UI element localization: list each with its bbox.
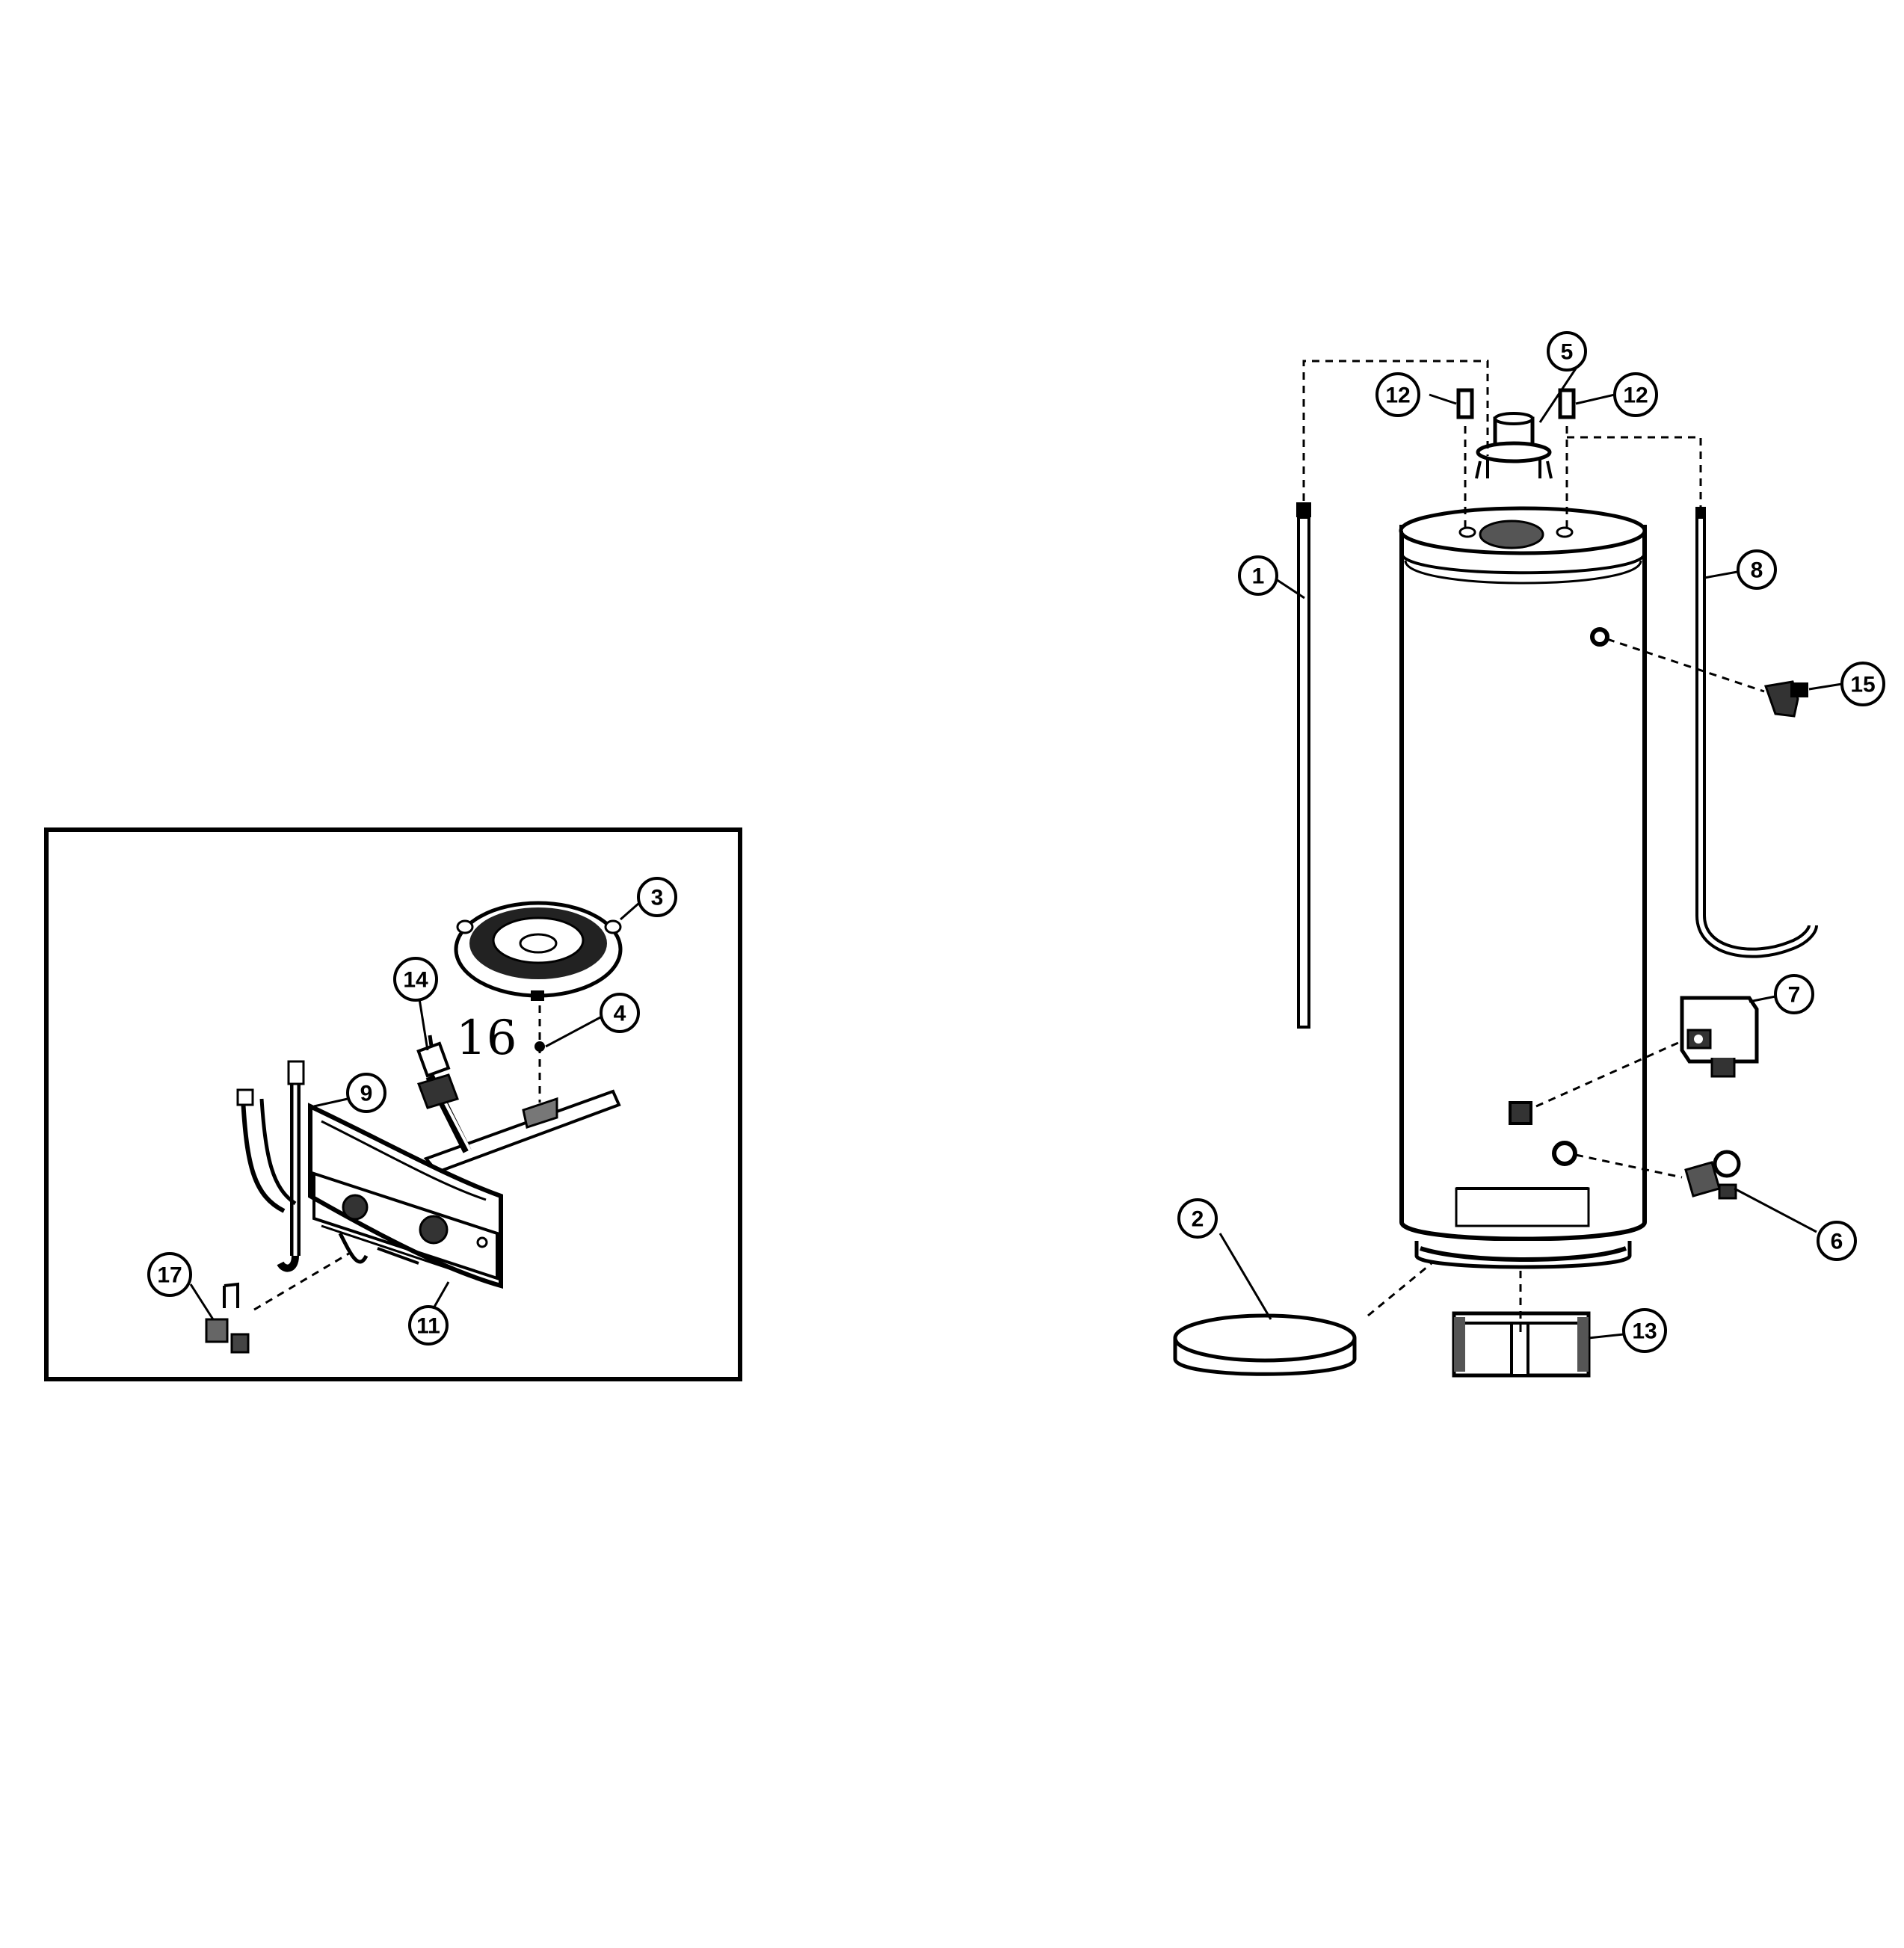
dip-tube-part-8 — [1695, 507, 1818, 958]
callout-8-circle — [1737, 549, 1777, 590]
callout-3-circle — [637, 877, 677, 917]
callout-13-circle — [1622, 1308, 1667, 1353]
callout-1-circle — [1238, 555, 1278, 596]
callout-6-label: 6 — [1831, 1230, 1843, 1254]
callout-14-circle — [393, 957, 438, 1002]
burner-part-3 — [454, 901, 623, 1001]
gas-valve-part-7 — [1680, 996, 1759, 1078]
drain-valve-part-6 — [1684, 1150, 1741, 1200]
callout-17-circle — [147, 1252, 192, 1297]
callout-4-label: 4 — [614, 1002, 626, 1026]
pilot-tubing-part-9 — [236, 1060, 305, 1272]
callout-1-label: 1 — [1252, 564, 1265, 589]
callout-12a-circle — [1375, 372, 1420, 417]
callout-3-label: 3 — [651, 886, 664, 910]
gas-control-part-11 — [308, 1103, 503, 1289]
handwritten-part-16-label: 16 — [456, 1011, 517, 1066]
callout-9-label: 9 — [360, 1082, 373, 1106]
callout-17-label: 17 — [157, 1263, 182, 1288]
callout-15-label: 15 — [1850, 673, 1875, 697]
callout-9-circle — [346, 1073, 386, 1113]
callout-13-label: 13 — [1632, 1319, 1657, 1344]
clip-part-17 — [205, 1282, 250, 1354]
callout-12b-label: 12 — [1623, 383, 1648, 408]
callout-12b-circle — [1613, 372, 1658, 417]
water-heater-tank — [1399, 506, 1647, 1269]
callout-14-label: 14 — [403, 968, 428, 993]
callout-2-label: 2 — [1192, 1207, 1204, 1232]
callout-5-circle — [1547, 331, 1587, 372]
relief-valve-part-15 — [1763, 680, 1808, 718]
callout-12a-label: 12 — [1385, 383, 1410, 408]
callout-15-circle — [1840, 662, 1885, 706]
orifice-part-4 — [534, 1041, 545, 1052]
callout-7-circle — [1774, 974, 1814, 1014]
flue-vent-part-5 — [1475, 412, 1553, 479]
igniter-part-14 — [416, 993, 474, 1156]
nipple-part-12-right — [1558, 388, 1576, 419]
callout-8-label: 8 — [1751, 558, 1763, 583]
callout-6-circle — [1817, 1221, 1857, 1261]
nipple-part-12-left — [1456, 388, 1474, 419]
callout-11-label: 11 — [416, 1314, 440, 1339]
base-band-part-2 — [1173, 1313, 1357, 1376]
outer-door-part-13 — [1452, 1311, 1591, 1378]
callout-11-circle — [408, 1305, 449, 1346]
anode-rod-part-1 — [1296, 502, 1311, 1029]
callout-5-label: 5 — [1561, 340, 1574, 365]
callout-4-circle — [600, 993, 640, 1033]
callout-7-label: 7 — [1788, 983, 1801, 1008]
inset-frame — [44, 827, 742, 1381]
callout-2-circle — [1177, 1198, 1218, 1239]
